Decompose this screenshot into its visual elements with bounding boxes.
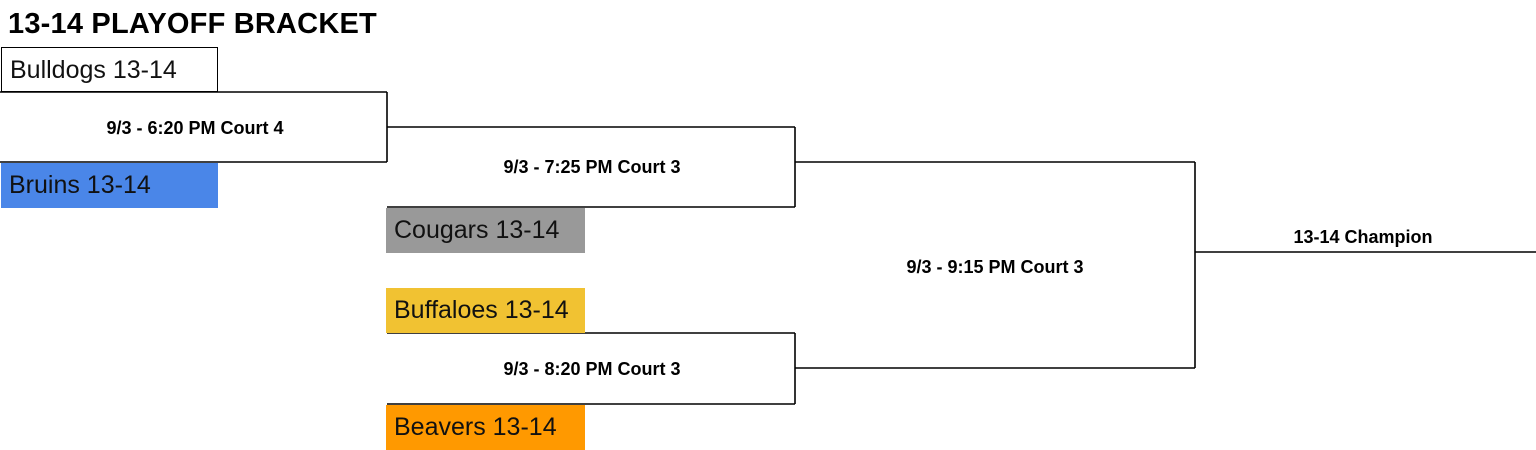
game-3-label: 9/3 - 8:20 PM Court 3 (503, 359, 681, 379)
team-bulldogs: Bulldogs 13-14 (1, 47, 218, 92)
team-beavers: Beavers 13-14 (386, 405, 585, 450)
team-bruins: Bruins 13-14 (1, 163, 218, 208)
page-title: 13-14 PLAYOFF BRACKET (8, 8, 377, 40)
team-buffaloes: Buffaloes 13-14 (386, 288, 585, 333)
team-cougars: Cougars 13-14 (386, 208, 585, 253)
champion-label: 13-14 Champion (1293, 227, 1433, 247)
game-1-label: 9/3 - 6:20 PM Court 4 (106, 118, 284, 138)
game-final-label: 9/3 - 9:15 PM Court 3 (906, 257, 1084, 277)
game-2-label: 9/3 - 7:25 PM Court 3 (503, 157, 681, 177)
